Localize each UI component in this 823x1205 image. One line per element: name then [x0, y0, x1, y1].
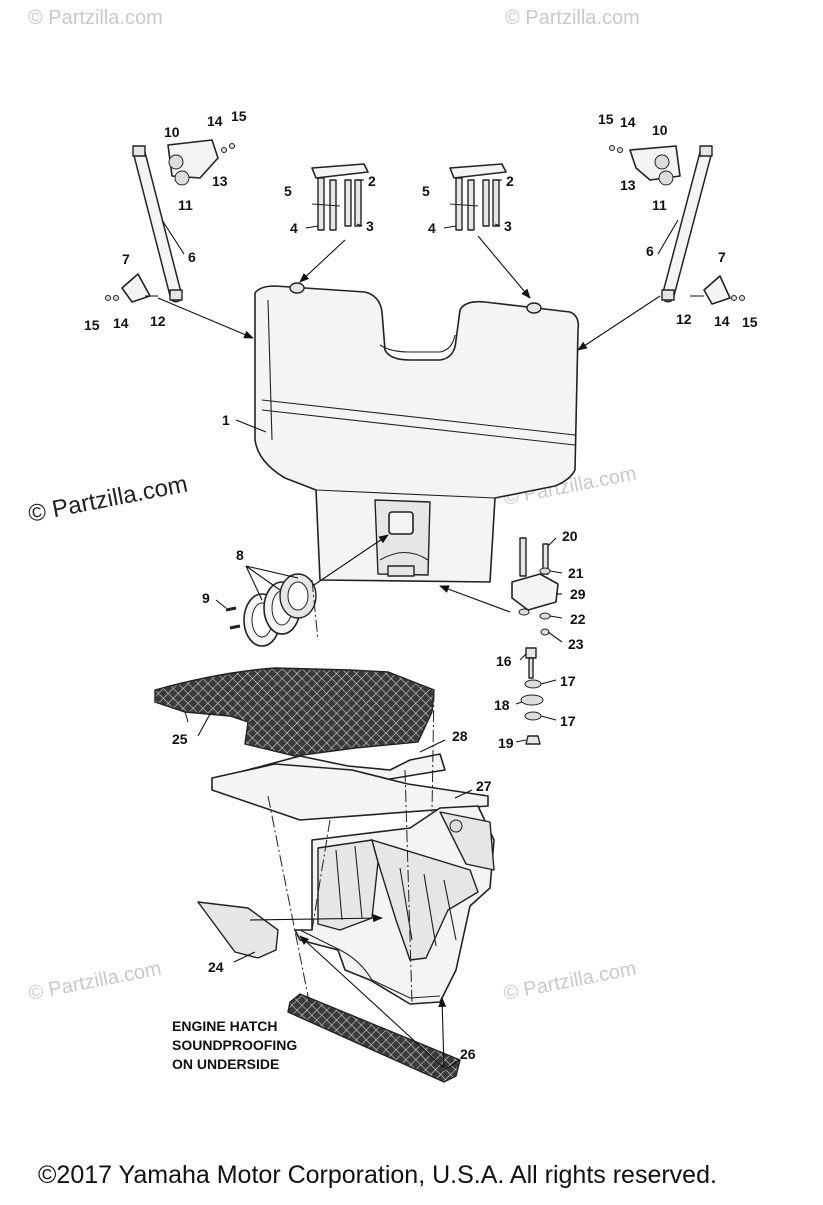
- callout-15-left-upper: 15: [231, 108, 247, 124]
- callout-17-upper: 17: [560, 673, 576, 689]
- callout-3-left: 3: [366, 218, 374, 234]
- watermark-top-left: © Partzilla.com: [28, 7, 163, 29]
- watermark-right-lower: © Partzilla.com: [502, 958, 638, 1005]
- callout-24: 24: [208, 959, 224, 975]
- callout-15-left-lower: 15: [84, 317, 100, 333]
- note-line-3: ON UNDERSIDE: [172, 1056, 279, 1072]
- soundproofing-note: ENGINE HATCH SOUNDPROOFING ON UNDERSIDE: [172, 1018, 297, 1072]
- callout-29: 29: [570, 586, 586, 602]
- callout-15-right-upper: 15: [598, 111, 614, 127]
- callout-25: 25: [172, 731, 188, 747]
- callout-14-right-lower: 14: [714, 313, 730, 329]
- callout-15-right-lower: 15: [742, 314, 758, 330]
- callout-14-left-upper: 14: [207, 113, 223, 129]
- callout-13-left: 13: [212, 173, 228, 189]
- callout-14-left-lower: 14: [113, 315, 129, 331]
- copyright-notice: ©2017 Yamaha Motor Corporation, U.S.A. A…: [38, 1161, 717, 1189]
- callout-4-left: 4: [290, 220, 298, 236]
- side-panel: [197, 901, 279, 959]
- callout-3-right: 3: [504, 218, 512, 234]
- assembly-lines: [267, 579, 435, 1007]
- callout-14-right-upper: 14: [620, 114, 636, 130]
- callout-numbers: 1 2 2 3 3 4 4 5 5 6 6 7 7 8 9 10 10 11 1…: [84, 108, 758, 1062]
- callout-20: 20: [562, 528, 578, 544]
- note-line-1: ENGINE HATCH: [172, 1018, 278, 1034]
- note-line-2: SOUNDPROOFING: [172, 1037, 297, 1053]
- leader-arrows: [157, 235, 661, 1069]
- watermark-top-right: © Partzilla.com: [505, 7, 640, 29]
- strut-bracket-upper-right: [609, 145, 681, 186]
- latch-assembly-right: [449, 163, 507, 231]
- callout-16: 16: [496, 653, 512, 669]
- bolt-stack: [520, 647, 544, 745]
- gas-strut-right: [661, 145, 713, 303]
- callout-22: 22: [570, 611, 586, 627]
- callout-10-right: 10: [652, 122, 668, 138]
- strut-bracket-upper-left: [167, 139, 235, 186]
- callout-10-left: 10: [164, 124, 180, 140]
- gas-strut-left: [132, 145, 183, 303]
- callout-7-right: 7: [718, 249, 726, 265]
- watermark-left-main: © Partzilla.com: [26, 471, 190, 528]
- callout-21: 21: [568, 565, 584, 581]
- callout-18: 18: [494, 697, 510, 713]
- engine-hatch: [254, 282, 580, 583]
- callout-1: 1: [222, 412, 230, 428]
- callout-2-left: 2: [368, 173, 376, 189]
- strut-bracket-lower-right: [690, 275, 745, 305]
- strut-bracket-lower-left: [105, 273, 158, 303]
- vent-ring-assembly: [225, 573, 317, 647]
- callout-4-right: 4: [428, 220, 436, 236]
- callout-2-right: 2: [506, 173, 514, 189]
- callout-8: 8: [236, 547, 244, 563]
- callout-27: 27: [476, 778, 492, 794]
- callout-11-right: 11: [652, 197, 667, 213]
- callout-26: 26: [460, 1046, 476, 1062]
- callout-7-left: 7: [122, 251, 130, 267]
- callout-5-left: 5: [284, 183, 292, 199]
- callout-leaders: [161, 179, 679, 1071]
- watermark-left-lower: © Partzilla.com: [27, 958, 163, 1005]
- callout-13-right: 13: [620, 177, 636, 193]
- callout-11-left: 11: [178, 197, 193, 213]
- mount-bracket: [511, 537, 559, 636]
- callout-17-lower: 17: [560, 713, 576, 729]
- callout-23: 23: [568, 636, 584, 652]
- callout-28: 28: [452, 728, 468, 744]
- callout-9: 9: [202, 590, 210, 606]
- bottom-mat-strip: [287, 993, 461, 1083]
- callout-19: 19: [498, 735, 514, 751]
- liner-sheet: [211, 763, 489, 821]
- callout-5-right: 5: [422, 183, 430, 199]
- hatch-base: [294, 805, 495, 1005]
- callout-12-right: 12: [676, 311, 692, 327]
- hatch-mat: [154, 667, 435, 757]
- callout-12-left: 12: [150, 313, 166, 329]
- callout-6-left: 6: [188, 249, 196, 265]
- callout-6-right: 6: [646, 243, 654, 259]
- latch-assembly-left: [311, 163, 369, 231]
